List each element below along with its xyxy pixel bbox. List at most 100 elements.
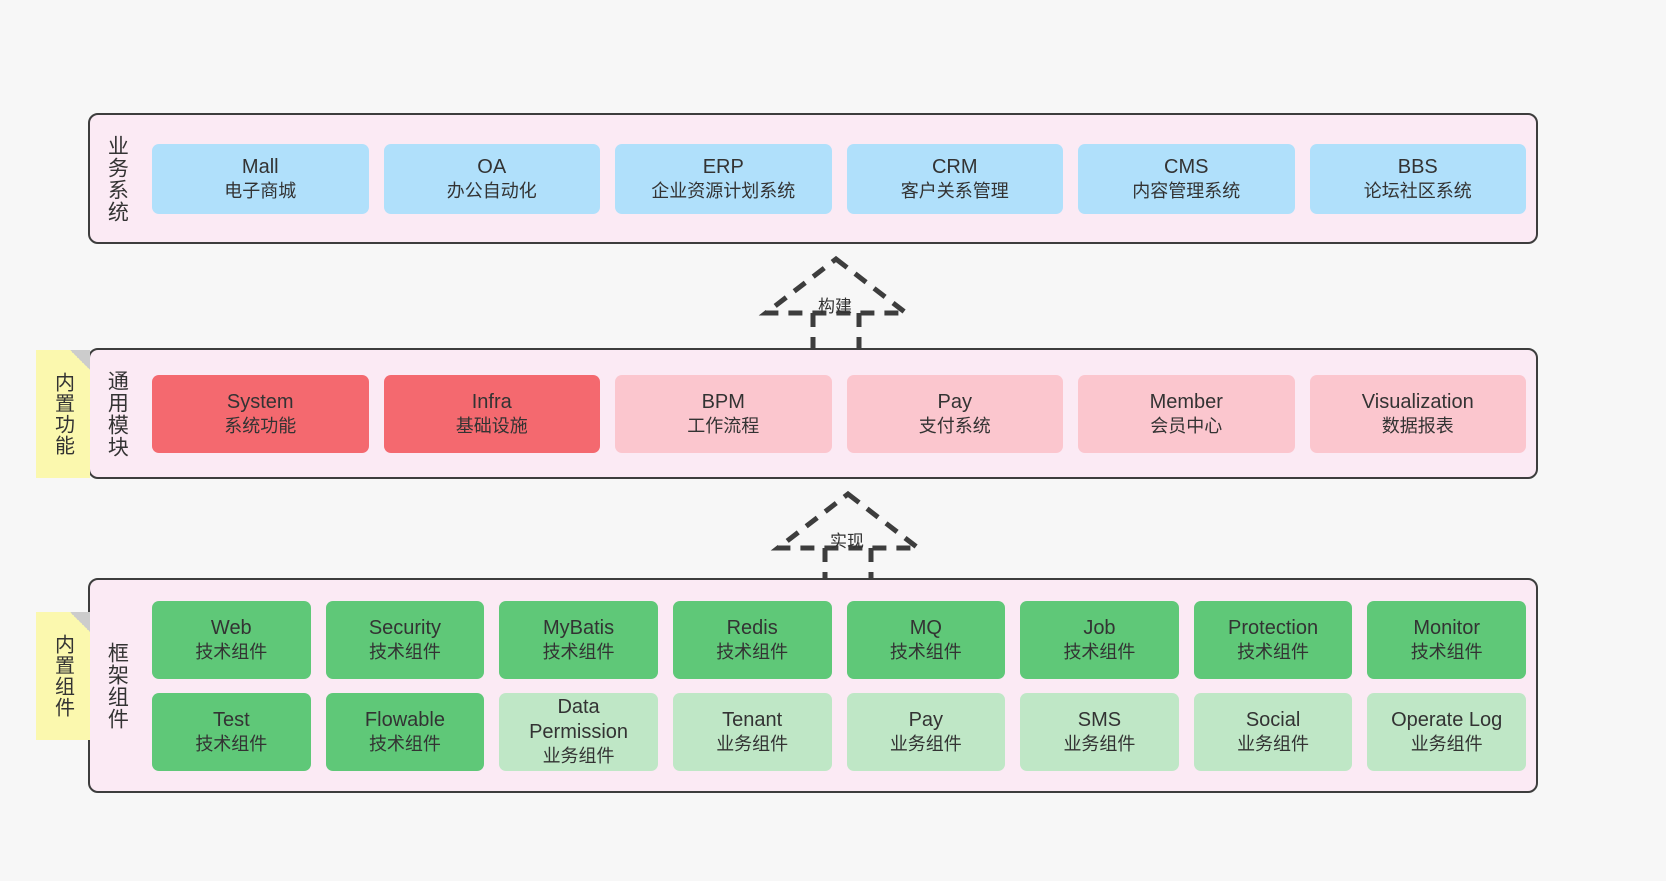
card-job[interactable]: Job 技术组件	[1020, 600, 1179, 679]
card-pay-business-en: Pay	[908, 708, 944, 731]
layer-business-system-cards: Mall 电子商城 OA 办公自动化 ERP 企业资源计划系统 CRM 客户关系…	[142, 115, 1536, 242]
connector-implement-label: 实现	[830, 532, 864, 551]
card-web-cn: 技术组件	[195, 641, 268, 662]
card-visualization[interactable]: Visualization 数据报表	[1309, 374, 1526, 453]
card-cms-cn: 内容管理系统	[1132, 180, 1241, 201]
card-protection-cn: 技术组件	[1237, 641, 1310, 662]
card-tenant-cn: 业务组件	[716, 733, 789, 754]
card-flowable[interactable]: Flowable 技术组件	[325, 692, 485, 771]
layer-framework-component-cards: Web 技术组件 Security 技术组件 MyBatis 技术组件 Redi…	[142, 580, 1536, 791]
card-protection[interactable]: Protection 技术组件	[1193, 600, 1353, 679]
card-visualization-en: Visualization	[1361, 390, 1474, 413]
card-social[interactable]: Social 业务组件	[1193, 692, 1353, 771]
card-data-permission-en: Data Permission	[529, 696, 629, 744]
card-test[interactable]: Test 技术组件	[152, 692, 311, 771]
card-system[interactable]: System 系统功能	[152, 374, 369, 453]
card-pay-cn: 支付系统	[918, 415, 991, 436]
card-bbs-en: BBS	[1397, 155, 1438, 178]
card-crm-cn: 客户关系管理	[900, 180, 1009, 201]
note-builtin-features: 内置功能	[36, 350, 90, 478]
card-tenant[interactable]: Tenant 业务组件	[672, 692, 832, 771]
card-mall[interactable]: Mall 电子商城	[152, 143, 369, 214]
card-member-cn: 会员中心	[1150, 415, 1223, 436]
card-mq-cn: 技术组件	[889, 641, 962, 662]
layer-common-module-title: 通用模块	[105, 369, 129, 458]
card-crm-en: CRM	[931, 155, 978, 178]
card-erp-cn: 企业资源计划系统	[651, 180, 796, 201]
card-system-cn: 系统功能	[224, 415, 297, 436]
card-protection-en: Protection	[1228, 616, 1319, 639]
card-operate-log-cn: 业务组件	[1410, 733, 1483, 754]
card-operate-log-en: Operate Log	[1391, 708, 1503, 731]
card-security[interactable]: Security 技术组件	[325, 600, 485, 679]
card-flowable-en: Flowable	[364, 708, 445, 731]
card-pay-en: Pay	[937, 390, 972, 413]
layer-business-system-title: 业务系统	[105, 134, 129, 223]
card-oa-cn: 办公自动化	[446, 180, 537, 201]
card-mall-en: Mall	[241, 155, 279, 178]
card-mq[interactable]: MQ 技术组件	[846, 600, 1006, 679]
card-erp[interactable]: ERP 企业资源计划系统	[615, 143, 832, 214]
card-cms-en: CMS	[1164, 155, 1209, 178]
layer-framework-component: 框架组件 Web 技术组件 Security 技术组件 MyBatis 技术组件…	[88, 578, 1538, 793]
card-mall-cn: 电子商城	[224, 180, 297, 201]
card-monitor-en: Monitor	[1413, 616, 1481, 639]
connector-build-arrow-icon	[756, 255, 916, 350]
card-data-permission-cn: 业务组件	[542, 746, 615, 767]
card-pay-business-cn: 业务组件	[889, 733, 962, 754]
card-visualization-cn: 数据报表	[1381, 415, 1454, 436]
layer-common-module-cards: System 系统功能 Infra 基础设施 BPM 工作流程 Pay 支付系统…	[142, 350, 1536, 477]
card-system-en: System	[226, 390, 294, 413]
card-monitor-cn: 技术组件	[1410, 641, 1483, 662]
card-sms[interactable]: SMS 业务组件	[1020, 692, 1179, 771]
card-sms-cn: 业务组件	[1063, 733, 1136, 754]
card-sms-en: SMS	[1077, 708, 1122, 731]
card-web-en: Web	[210, 616, 252, 639]
card-mybatis[interactable]: MyBatis 技术组件	[499, 600, 658, 679]
card-erp-en: ERP	[702, 155, 744, 178]
card-bpm[interactable]: BPM 工作流程	[615, 374, 832, 453]
card-bbs[interactable]: BBS 论坛社区系统	[1309, 143, 1526, 214]
card-redis-cn: 技术组件	[716, 641, 789, 662]
card-mybatis-en: MyBatis	[543, 616, 615, 639]
card-social-cn: 业务组件	[1237, 733, 1310, 754]
card-crm[interactable]: CRM 客户关系管理	[846, 143, 1063, 214]
framework-row-business: Test 技术组件 Flowable 技术组件 Data Permission …	[152, 692, 1526, 771]
card-flowable-cn: 技术组件	[368, 733, 441, 754]
card-oa-en: OA	[477, 155, 507, 178]
card-member-en: Member	[1149, 390, 1223, 413]
layer-common-module: 通用模块 System 系统功能 Infra 基础设施 BPM 工作流程 Pay…	[88, 348, 1538, 479]
card-job-cn: 技术组件	[1063, 641, 1136, 662]
card-pay[interactable]: Pay 支付系统	[846, 374, 1063, 453]
note-builtin-components: 内置组件	[36, 612, 90, 740]
layer-business-system: 业务系统 Mall 电子商城 OA 办公自动化 ERP 企业资源计划系统 CRM…	[88, 113, 1538, 244]
card-social-en: Social	[1245, 708, 1301, 731]
card-infra-en: Infra	[471, 390, 512, 413]
card-cms[interactable]: CMS 内容管理系统	[1078, 143, 1295, 214]
card-redis[interactable]: Redis 技术组件	[672, 600, 832, 679]
framework-row-technical: Web 技术组件 Security 技术组件 MyBatis 技术组件 Redi…	[152, 600, 1526, 679]
card-operate-log[interactable]: Operate Log 业务组件	[1367, 692, 1526, 771]
card-monitor[interactable]: Monitor 技术组件	[1367, 600, 1526, 679]
card-infra-cn: 基础设施	[455, 415, 528, 436]
card-bpm-en: BPM	[701, 390, 745, 413]
card-mybatis-cn: 技术组件	[542, 641, 615, 662]
card-security-cn: 技术组件	[368, 641, 441, 662]
card-tenant-en: Tenant	[722, 708, 783, 731]
card-job-en: Job	[1083, 616, 1116, 639]
card-web[interactable]: Web 技术组件	[152, 600, 311, 679]
note-builtin-features-label: 内置功能	[51, 372, 74, 456]
card-bbs-cn: 论坛社区系统	[1363, 180, 1472, 201]
card-pay-business[interactable]: Pay 业务组件	[846, 692, 1006, 771]
card-redis-en: Redis	[726, 616, 778, 639]
card-test-en: Test	[212, 708, 250, 731]
card-security-en: Security	[368, 616, 442, 639]
connector-build-label: 构建	[818, 297, 852, 316]
note-builtin-components-label: 内置组件	[51, 634, 74, 718]
card-oa[interactable]: OA 办公自动化	[383, 143, 600, 214]
card-test-cn: 技术组件	[195, 733, 268, 754]
card-member[interactable]: Member 会员中心	[1078, 374, 1295, 453]
card-data-permission[interactable]: Data Permission 业务组件	[499, 692, 658, 771]
card-infra[interactable]: Infra 基础设施	[383, 374, 600, 453]
